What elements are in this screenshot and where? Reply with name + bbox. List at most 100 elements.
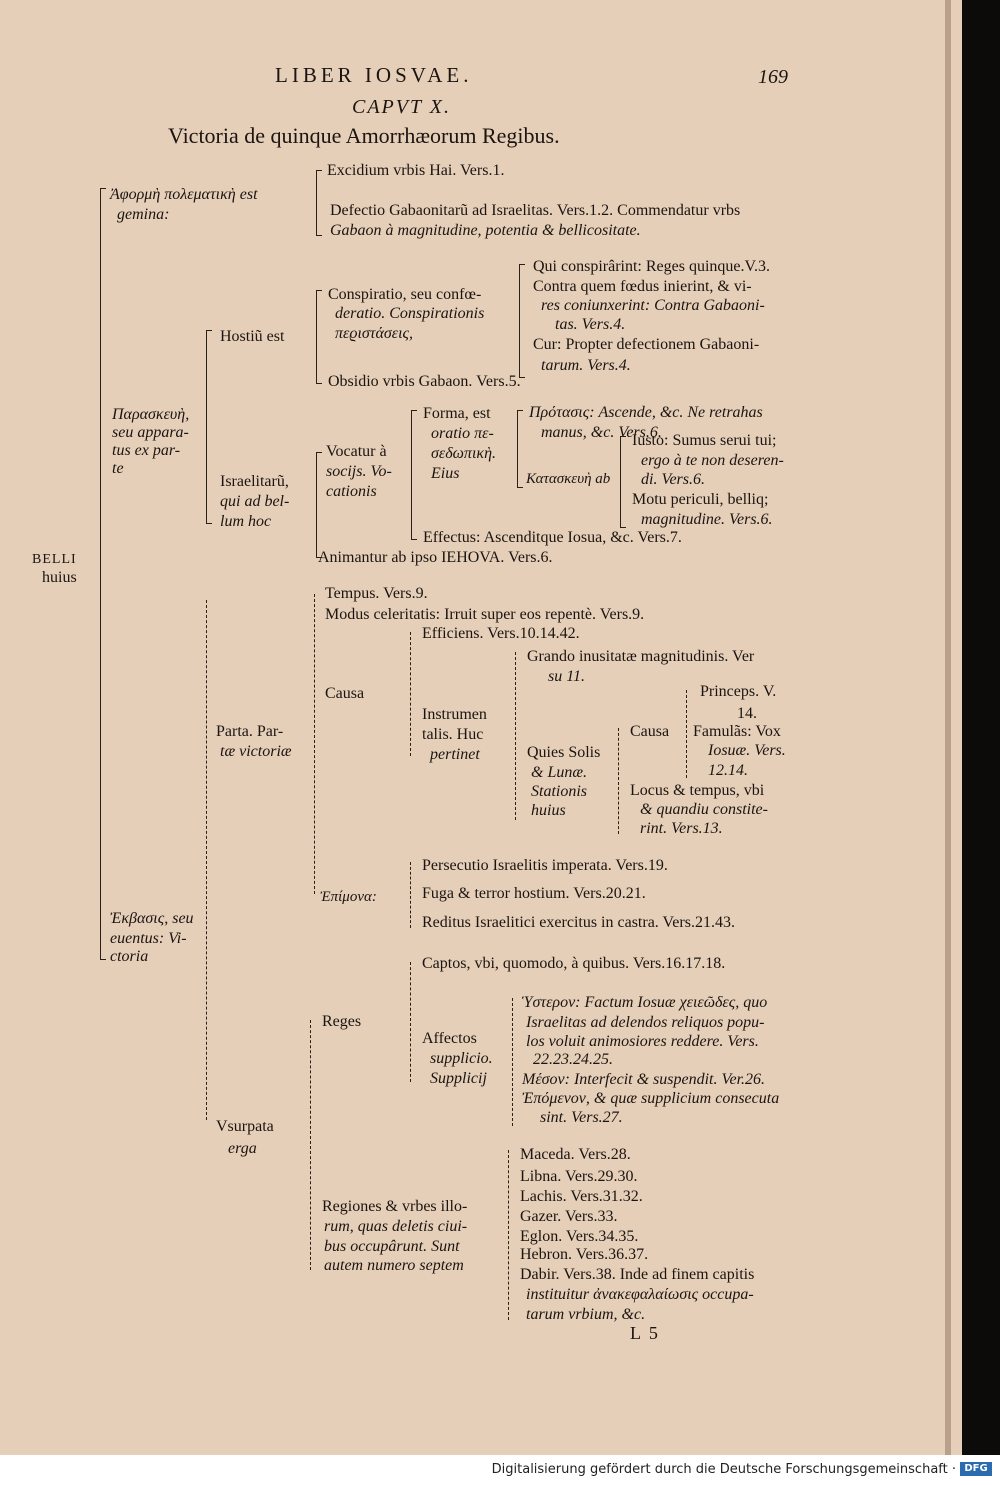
b-label-1: Ἐκβασις, seu (110, 910, 194, 927)
consp-2: deratio. Conspirationis (335, 305, 485, 322)
instr-1: Instrumen (422, 706, 487, 723)
a2-label-2: seu appara- (112, 424, 189, 441)
epim-1: Ἐπόμενον, & quæ supplicium consecuta (522, 1090, 780, 1107)
iusto-3: di. Vers.6. (641, 471, 705, 488)
regiones-brace (508, 1150, 509, 1320)
a1-item-1: Excidium vrbis Hai. Vers.1. (327, 162, 505, 179)
causa2: Causa (630, 723, 670, 740)
city-1: Maceda. Vers.28. (520, 1146, 631, 1163)
locus-2: & quandiu constite- (640, 801, 768, 818)
persecutio: Persecutio Israelitis imperata. Vers.19. (422, 857, 668, 874)
consp-brace (519, 264, 525, 378)
hyst-4: 22.23.24.25. (533, 1051, 613, 1068)
affectos-2: supplicio. (430, 1050, 493, 1067)
city-5: Eglon. Vers.34.35. (520, 1228, 639, 1245)
hostium-brace (316, 290, 322, 384)
root-label-2: huius (42, 569, 77, 586)
regiones-2: rum, quas deletis ciui- (324, 1218, 468, 1235)
instr-3: pertinet (430, 746, 480, 763)
consp-1: Conspiratio, seu confœ- (328, 286, 482, 303)
isr-brace (316, 452, 322, 558)
a1-brace (316, 170, 322, 236)
fuga: Fuga & terror hostium. Vers.20.21. (422, 885, 646, 902)
chapter-heading: CAPVT X. (352, 96, 451, 118)
quies-1: Quies Solis (527, 744, 601, 761)
grando-1: Grando inusitatæ magnitudinis. Ver (527, 648, 755, 665)
modus: Modus celeritatis: Irruit super eos repe… (325, 606, 645, 623)
quies-4: huius (531, 802, 566, 819)
vsurpata-label-2: erga (228, 1140, 257, 1157)
epim-2: sint. Vers.27. (540, 1109, 623, 1126)
city-3: Lachis. Vers.31.32. (520, 1188, 643, 1205)
a2-label-1: Παρασκευὴ, (112, 406, 190, 423)
city-6: Hebron. Vers.36.37. (520, 1246, 649, 1263)
vocatur-3: cationis (326, 483, 377, 500)
dabir-2: instituitur ἀνακεφαλαίωσις occupa- (526, 1286, 754, 1303)
epimone: Ἐπίμονα: (320, 889, 377, 905)
city-4: Gazer. Vers.33. (520, 1208, 618, 1225)
vocatur-1: Vocatur à (326, 443, 387, 460)
reditus: Reditus Israelitici exercitus in castra.… (422, 914, 735, 931)
book-page: LIBER IOSVAE. 169 CAPVT X. Victoria de q… (0, 0, 962, 1455)
forma-brace (517, 410, 523, 488)
locus-3: rint. Vers.13. (640, 820, 723, 837)
running-title: LIBER IOSVAE. (275, 63, 473, 87)
instr-2: talis. Huc (422, 726, 484, 743)
consp-3: πεϱιστάσεις, (335, 325, 414, 342)
protasis-1: Πρότασις: Ascende, &c. Ne retrahas (529, 404, 763, 421)
dabir-3: tarum vrbium, &c. (526, 1306, 646, 1323)
b-label-2: euentus: Vi- (110, 930, 187, 947)
obsidio: Obsidio vrbis Gabaon. Vers.5. (328, 373, 521, 390)
page-edge-shadow (945, 0, 951, 1455)
hyst-1: Ὑστερον: Factum Iosuæ χειεῶδες, quo (522, 994, 768, 1011)
forma-2: oratio πε- (431, 425, 494, 442)
vocatur-2: socijs. Vo- (326, 463, 392, 480)
a1-item-2: Defectio Gabaonitarũ ad Israelitas. Vers… (330, 202, 741, 219)
causa-brace (410, 632, 411, 756)
a2-label-3: tus ex par- (112, 442, 181, 459)
famulas-3: 12.14. (708, 762, 748, 779)
hostium-label: Hostiũ est (220, 328, 285, 345)
hyst-2: Israelitas ad delendos reliquos popu- (526, 1014, 765, 1031)
hyst-3: los voluit animosiores reddere. Vers. (526, 1033, 759, 1050)
katask: Κατασκευὴ ab (526, 471, 611, 487)
affectos-1: Affectos (422, 1030, 477, 1047)
page-number: 169 (758, 66, 788, 88)
isr-label-1: Israelitarũ, (220, 473, 289, 490)
iusto-2: ergo à te non deseren- (641, 452, 784, 469)
footer-bar: Digitalisierung gefördert durch die Deut… (0, 1455, 1000, 1485)
locus-1: Locus & tempus, vbi (630, 782, 765, 799)
forma-4: Eius (431, 465, 460, 482)
book-edge (962, 0, 1000, 1455)
a2-brace (206, 330, 212, 524)
regiones-4: autem numero septem (324, 1257, 464, 1274)
forma-1: Forma, est (423, 405, 491, 422)
parta-label-2: tæ victoriæ (220, 743, 292, 760)
famulas-1: Famulãs: Vox (693, 723, 781, 740)
cur-1: Cur: Propter defectionem Gabaoni- (533, 336, 760, 353)
a1-item-3: Gabaon à magnitudine, potentia & bellico… (330, 222, 641, 239)
meson: Μέσον: Interfecit & suspendit. Ver.26. (522, 1071, 766, 1088)
grando-2: su 11. (548, 668, 586, 685)
b-brace (206, 600, 207, 1120)
protasis-2: manus, &c. Vers.6. (541, 424, 662, 441)
affectos-3: Supplicij (430, 1070, 487, 1087)
princeps-1: Princeps. V. (700, 683, 777, 700)
signature-mark: L 5 (630, 1323, 660, 1343)
instr-brace (515, 652, 516, 820)
root-label-1: BELLI (32, 552, 77, 567)
isr-label-3: lum hoc (220, 513, 272, 530)
animantur: Animantur ab ipso IEHOVA. Vers.6. (318, 549, 553, 566)
epimone-brace (410, 862, 411, 928)
a1-label: Ἀφορμὴ πολεματικὴ est (110, 186, 258, 203)
qui: Qui conspirârint: Reges quinque.V.3. (533, 258, 771, 275)
b-label-3: ctoria (110, 948, 149, 965)
famulas-2: Iosuæ. Vers. (708, 742, 786, 759)
causa: Causa (325, 685, 365, 702)
katask-brace (620, 436, 626, 528)
captos: Captos, vbi, quomodo, à quibus. Vers.16.… (422, 955, 726, 972)
parta-brace (314, 594, 315, 894)
contra-1: Contra quem fœdus inierint, & vi- (533, 278, 752, 295)
cur-2: tarum. Vers.4. (541, 357, 631, 374)
causa2-brace (686, 690, 687, 778)
